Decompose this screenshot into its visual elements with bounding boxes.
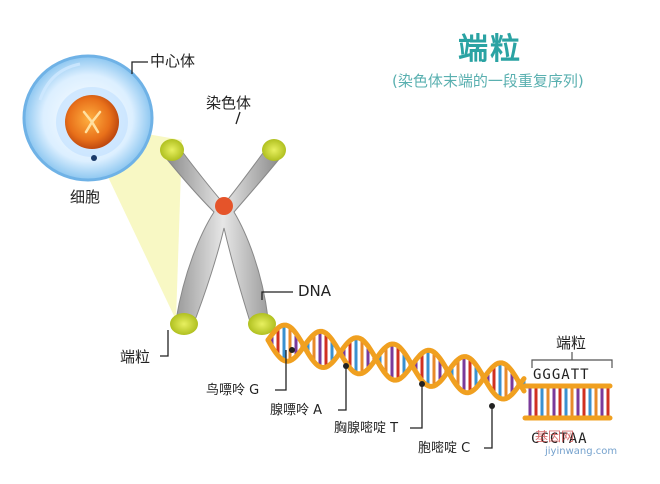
sequence-bottom: CCCTAA (531, 431, 588, 447)
dna-backbone (265, 328, 527, 402)
dna-helix (265, 322, 613, 421)
centrosome-graphic (91, 155, 97, 161)
watermark-url: jiyinwang.com (545, 446, 618, 457)
label-adenine: 腺嘌呤 A (270, 403, 323, 418)
dna-backbone (265, 322, 527, 396)
watermark-text: 基因网 (535, 430, 575, 445)
page-title: 端粒 (458, 32, 522, 67)
chromosome-graphic (160, 139, 286, 335)
label-guanine: 鸟嘌呤 G (206, 383, 260, 398)
label-centrosome: 中心体 (150, 52, 196, 70)
label-cell: 细胞 (70, 188, 101, 206)
telomere-tip (170, 313, 198, 335)
label-cytosine: 胞嘧啶 C (418, 441, 471, 456)
sequence-top: GGGATT (533, 367, 590, 383)
page-subtitle: (染色体末端的一段重复序列) (392, 72, 584, 90)
leader-lines (131, 61, 493, 449)
telomere-tip (248, 313, 276, 335)
telomere-tip (160, 139, 184, 161)
label-telomere-right: 端粒 (556, 334, 587, 352)
label-thymine: 胸腺嘧啶 T (334, 421, 399, 436)
label-dna: DNA (298, 282, 332, 300)
cell-graphic (22, 54, 154, 182)
zoom-cone (100, 128, 182, 320)
telomere-tip (262, 139, 286, 161)
label-chromosome: 染色体 (206, 94, 252, 112)
label-telomere-left: 端粒 (120, 348, 151, 366)
